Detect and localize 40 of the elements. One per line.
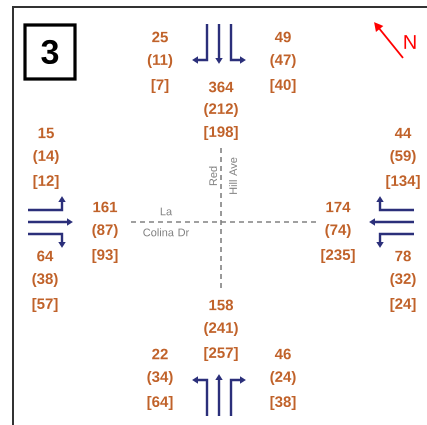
volume-number: 49 <box>274 32 291 42</box>
road-name: La Colina Dr <box>143 208 190 236</box>
volume-number: (11) <box>148 54 172 68</box>
volume-number: 364 <box>208 82 234 92</box>
volume-number: [24] <box>390 298 416 312</box>
volume-number: 158 <box>209 300 234 310</box>
volume-number: (32) <box>390 273 416 287</box>
volume-number: [257] <box>204 347 238 361</box>
volume-number: (24) <box>270 371 296 385</box>
volume-number: 25 <box>152 32 168 42</box>
north-label: N <box>404 35 416 49</box>
volume-number: [7] <box>152 79 168 93</box>
intersection-number-box: 3 <box>23 23 77 81</box>
volume-number: (59) <box>390 150 416 164</box>
volume-number: [38] <box>270 396 296 410</box>
volume-number: [40] <box>270 79 296 93</box>
volume-number: (74) <box>325 224 351 238</box>
volume-number: 174 <box>326 202 350 212</box>
volume-number: [57] <box>32 298 58 312</box>
volume-number: [235] <box>321 249 355 263</box>
volume-number: 78 <box>395 250 411 262</box>
volume-number: (38) <box>32 273 58 287</box>
volume-number: (34) <box>147 371 173 385</box>
volume-number: 44 <box>394 128 412 138</box>
volume-number: 15 <box>38 128 54 138</box>
volume-number: 64 <box>37 250 54 262</box>
volume-number: 161 <box>93 202 118 212</box>
volume-number: (47) <box>270 54 296 68</box>
volume-number: [64] <box>148 396 172 410</box>
volume-number: (87) <box>92 224 118 238</box>
volume-number: [93] <box>92 249 118 263</box>
volume-number: 46 <box>274 348 291 360</box>
road-name: Red Hill Ave <box>208 158 238 194</box>
volume-number: 22 <box>152 348 168 360</box>
volume-number: [134] <box>386 175 420 189</box>
volume-number: (14) <box>33 150 59 164</box>
volume-number: [198] <box>204 126 238 140</box>
volume-number: (212) <box>204 103 238 117</box>
volume-number: (241) <box>204 322 238 336</box>
volume-number: [12] <box>34 175 58 189</box>
